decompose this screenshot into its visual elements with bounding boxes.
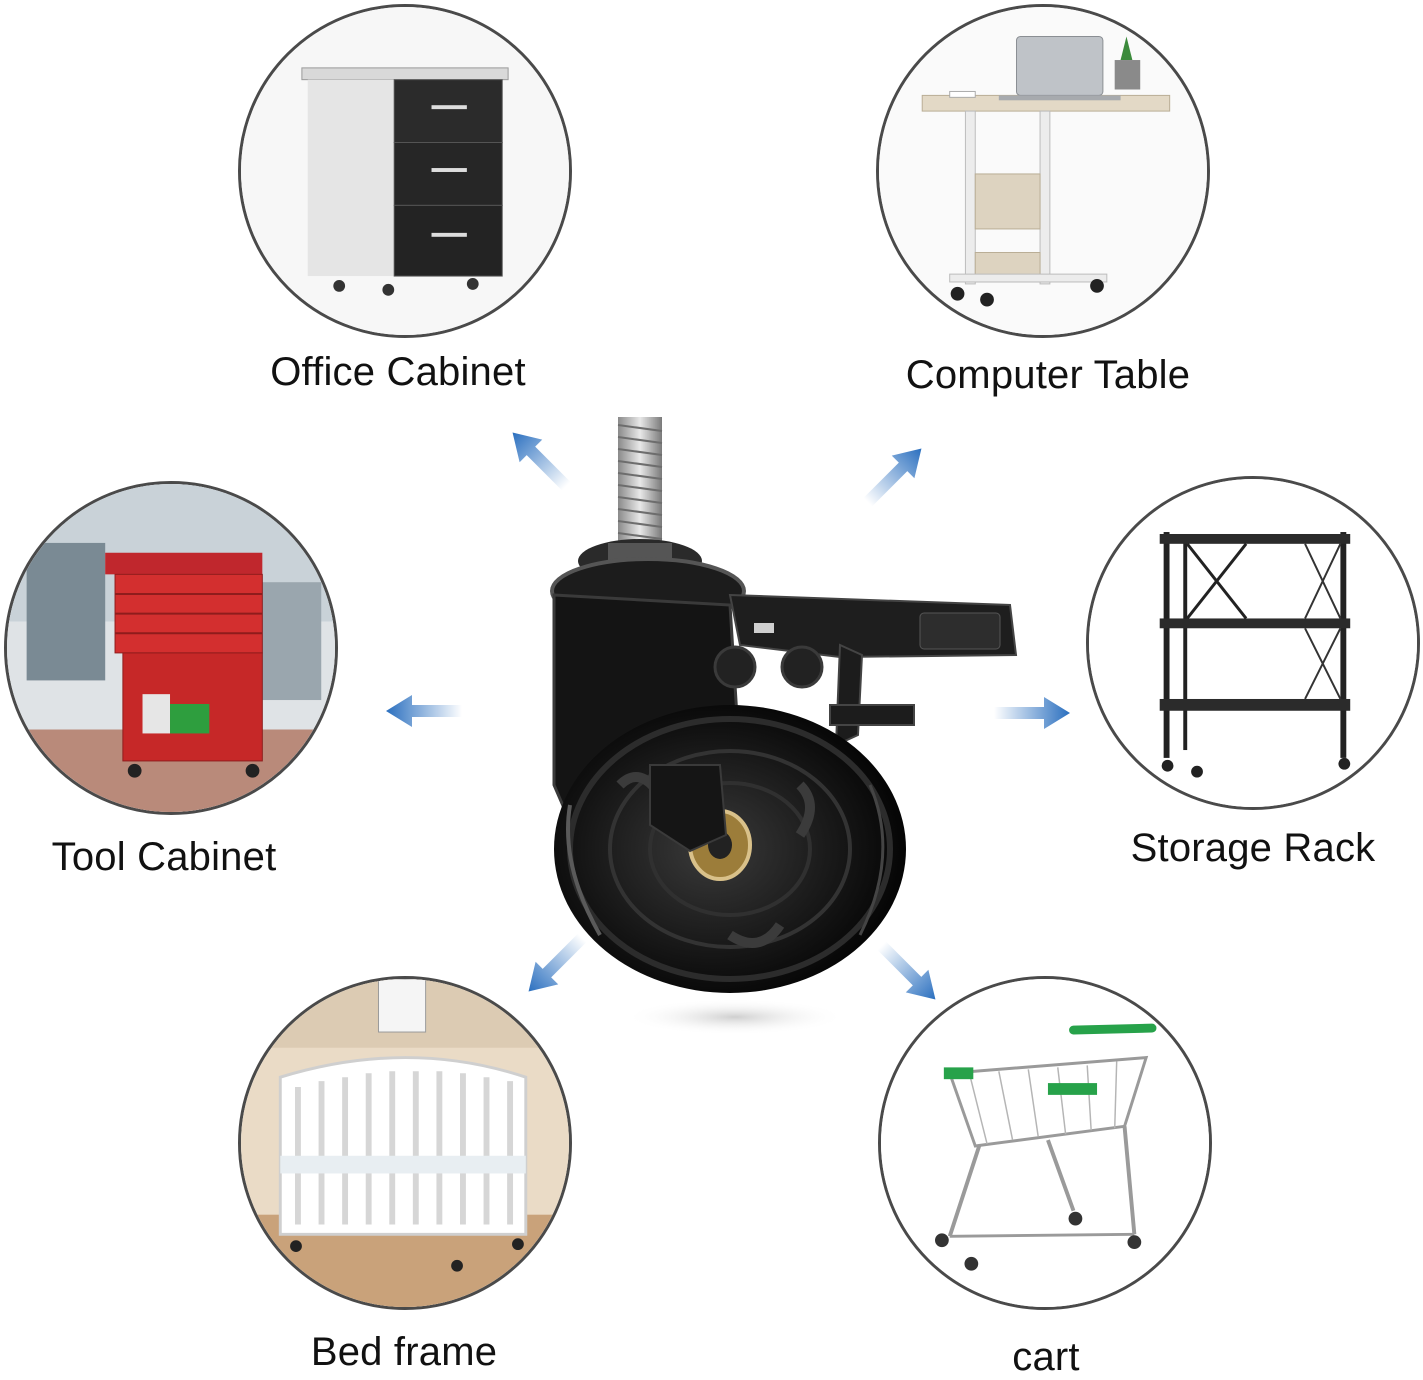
office-cabinet-icon [241,7,569,335]
arrow-to-computer-table [854,432,939,517]
bed-frame-label: Bed frame [310,1330,498,1374]
cart-image [878,976,1212,1310]
bed-frame-image [238,976,572,1310]
arrow-to-office-cabinet [496,416,581,501]
caster-wheel-icon [550,417,1018,1035]
storage-rack-icon [1089,479,1417,807]
arrow-to-storage-rack [994,693,1074,733]
office-cabinet-label: Office Cabinet [270,350,526,394]
arrow-to-bed-frame [512,924,597,1009]
tool-cabinet-image [4,481,338,815]
cart-label: cart [1012,1335,1080,1379]
arrow-icon [863,448,922,507]
storage-rack-image [1086,476,1420,810]
arrow-to-tool-cabinet [382,691,462,731]
arrow-icon [512,432,571,491]
arrow-icon [877,941,936,1000]
cart-icon [881,979,1209,1307]
arrow-icon [386,695,462,727]
computer-table-label: Computer Table [905,353,1191,397]
tool-cabinet-icon [7,484,335,812]
storage-rack-label: Storage Rack [1130,826,1376,870]
office-cabinet-image [238,4,572,338]
computer-table-image [876,4,1210,338]
computer-table-icon [879,7,1207,335]
arrow-icon [994,697,1070,729]
caster-wheel-image [540,405,1030,1045]
arrow-to-cart [868,932,953,1017]
bed-frame-icon [241,979,569,1307]
tool-cabinet-label: Tool Cabinet [51,835,277,879]
arrow-icon [528,933,587,992]
